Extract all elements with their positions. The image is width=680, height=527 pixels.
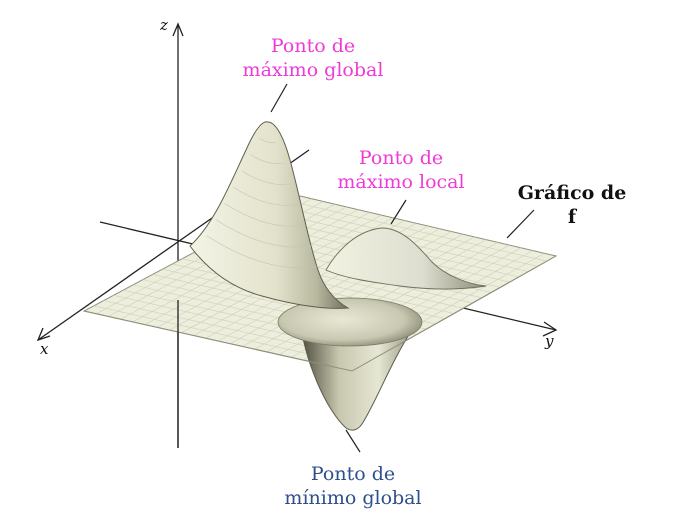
- global-max-label: Ponto de máximo global: [238, 34, 388, 83]
- peak-mesh: [206, 137, 321, 269]
- peak-mesh-line: [250, 154, 284, 164]
- y-axis-arrow: [542, 321, 558, 337]
- local-max-pointer: [390, 199, 407, 225]
- global-max-label-line2: máximo global: [242, 59, 384, 82]
- global-max-pointer: [270, 83, 288, 113]
- global-min-label-line2: mínimo global: [284, 487, 422, 510]
- y-axis-label: y: [545, 332, 554, 350]
- x-axis-arrow: [36, 327, 51, 342]
- z-axis-label: z: [160, 16, 168, 34]
- peak-mesh-line: [232, 186, 299, 206]
- global-min-label-line1: Ponto de: [310, 463, 396, 485]
- peak-mesh-line: [224, 202, 306, 227]
- peak-mesh-line: [215, 219, 314, 248]
- graph-label: Gráfico de f: [517, 182, 627, 229]
- peak-mesh-line: [241, 170, 291, 185]
- global-min-pointer: [345, 429, 361, 453]
- local-max-label-line1: Ponto de: [358, 147, 444, 169]
- local-max-label: Ponto de máximo local: [326, 146, 476, 195]
- surface-plane-front-edge: [83, 255, 557, 372]
- local-max-label-line2: máximo local: [337, 171, 465, 194]
- surface-peak: [189, 121, 350, 309]
- surface-local-hill: [325, 227, 487, 290]
- peak-mesh-line: [259, 137, 276, 144]
- global-min-label: Ponto de mínimo global: [278, 462, 428, 511]
- x-axis-label: x: [40, 340, 49, 358]
- graph-pointer: [506, 209, 535, 239]
- peak-mesh-line: [206, 235, 321, 269]
- global-max-label-line1: Ponto de: [270, 35, 356, 57]
- z-axis-arrow: [172, 22, 184, 37]
- surface-dip: [277, 297, 423, 347]
